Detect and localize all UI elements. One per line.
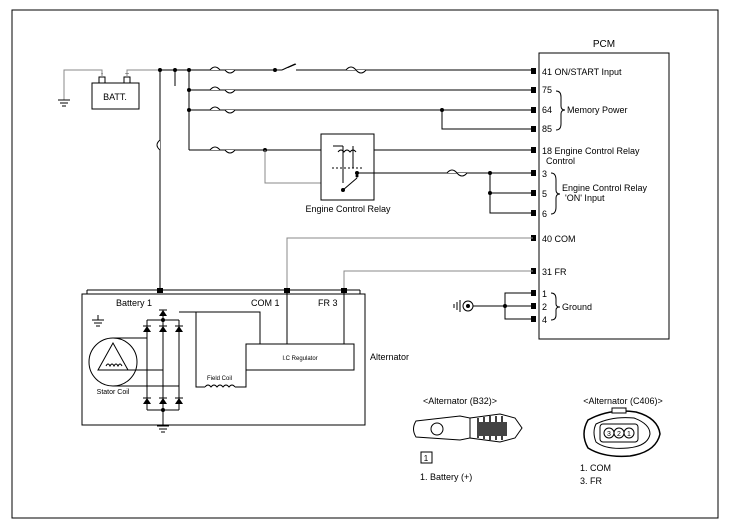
relay-output-wiring — [357, 169, 533, 214]
alt-com-pin: COM 1 — [251, 298, 280, 308]
pcm-pin-31: 31 FR — [542, 267, 567, 277]
alternator-label: Alternator — [370, 352, 409, 362]
battery-ground-icon — [58, 99, 70, 107]
pcm-pin-85: 85 — [542, 124, 552, 134]
ecr-on-brace — [550, 172, 561, 215]
diagram-frame — [11, 9, 719, 519]
c406-pin-3: 3 — [607, 431, 611, 438]
ecr-on-label-line2: 'ON' Input — [565, 193, 605, 203]
pcm-ground-icon — [453, 300, 474, 312]
ground-brace — [550, 292, 561, 321]
b32-legend: 1. Battery (+) — [420, 472, 472, 482]
ground-label: Ground — [562, 302, 592, 312]
b32-pin-number: 1 — [424, 454, 429, 463]
relay-label: Engine Control Relay — [305, 204, 391, 214]
c406-legend-2: 3. FR — [580, 476, 603, 486]
pcm-title: PCM — [593, 39, 615, 50]
connector-b32: <Alternator (B32)> 1 1. Battery (+) — [413, 396, 523, 482]
stator-circle — [88, 337, 138, 387]
pcm-pin-5: 5 — [542, 189, 547, 199]
pcm-pin-75: 75 — [542, 85, 552, 95]
pcm-pin-64: 64 — [542, 105, 552, 115]
pcm-ground-wiring — [453, 292, 533, 320]
stator-coil-label: Stator Coil — [97, 389, 130, 396]
ic-regulator-box — [245, 343, 355, 371]
c406-title: <Alternator (C406)> — [583, 396, 663, 406]
c406-pin-2: 2 — [617, 431, 621, 438]
battery-box — [91, 82, 140, 110]
pcm-pin-40: 40 COM — [542, 234, 576, 244]
alternator: Battery 1 COM 1 FR 3 Alternator Stator C… — [81, 288, 409, 433]
pcm-pin-18: 18 Engine Control Relay — [542, 146, 640, 156]
c406-legend-1: 1. COM — [580, 463, 611, 473]
ecr-on-label: Engine Control Relay — [562, 183, 648, 193]
pcm-module: PCM 41 ON/START Input 75 64 85 18 Engine… — [531, 39, 670, 340]
memory-power-brace — [555, 90, 566, 131]
battery-label: BATT. — [103, 92, 127, 102]
pcm-pin-41: 41 ON/START Input — [542, 67, 622, 77]
pcm-pin-1: 1 — [542, 289, 547, 299]
battery: BATT. - + — [58, 69, 140, 110]
alternator-signal-wiring — [286, 237, 533, 290]
b32-pin-box — [420, 451, 433, 464]
engine-control-relay: Engine Control Relay — [305, 133, 391, 214]
alt-internal-ground-icon — [92, 315, 104, 327]
pcm-pin-4: 4 — [542, 315, 547, 325]
ic-regulator-label: I.C Regulator — [282, 356, 317, 362]
c406-pin-1: 1 — [627, 431, 631, 438]
memory-power-label: Memory Power — [567, 105, 628, 115]
pcm-pin-3: 3 — [542, 169, 547, 179]
alt-chassis-ground-icon — [157, 425, 169, 433]
alt-battery-pin: Battery 1 — [116, 298, 152, 308]
pcm-pin-6: 6 — [542, 209, 547, 219]
b32-title: <Alternator (B32)> — [423, 396, 497, 406]
relay-box — [320, 133, 375, 201]
field-coil-label: Field Coil — [207, 376, 232, 382]
connector-c406: <Alternator (C406)> 3 2 1 1. COM 3. FR — [580, 396, 663, 486]
alt-fr-pin: FR 3 — [318, 298, 338, 308]
pcm-pin-2: 2 — [542, 302, 547, 312]
pcm-pin-18-line2: Control — [546, 156, 575, 166]
